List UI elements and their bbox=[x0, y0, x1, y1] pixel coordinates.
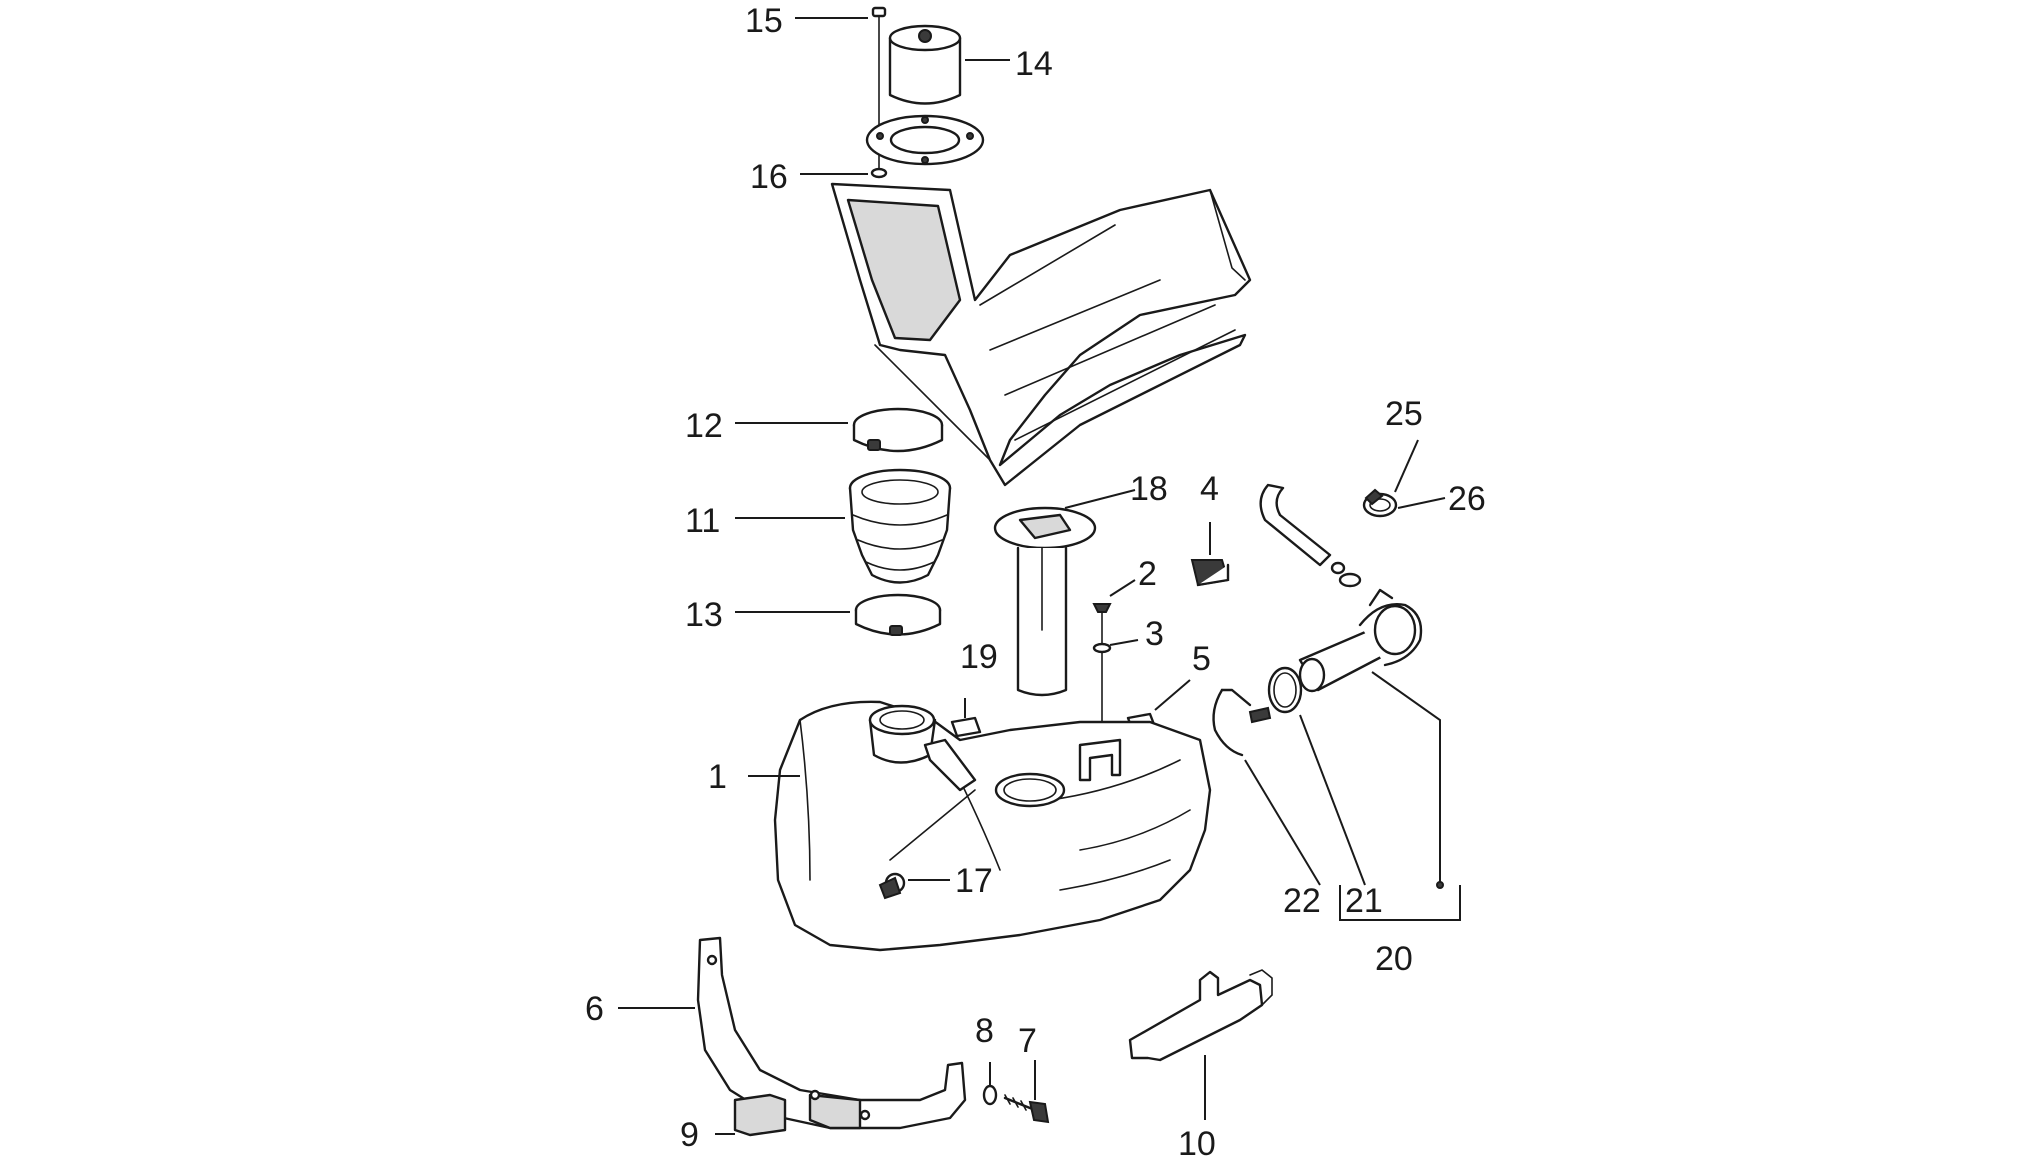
part-10-bracket bbox=[1128, 969, 1273, 1062]
part-18-fuel-level-sender bbox=[993, 506, 1097, 697]
part-8-washer bbox=[982, 1084, 998, 1106]
callout-5: 5 bbox=[1192, 640, 1211, 678]
part-6-tank-strap bbox=[696, 936, 967, 1130]
callout-4: 4 bbox=[1200, 470, 1219, 508]
part-21-o-ring bbox=[1267, 666, 1303, 714]
part-19-clip bbox=[950, 716, 982, 738]
hose-small-clamp bbox=[1330, 561, 1362, 588]
footboard-shell bbox=[830, 182, 1252, 487]
callout-labels: 15 14 16 12 11 13 18 4 2 3 19 5 1 17 6 9… bbox=[585, 2, 1486, 1163]
part-11-filler-neck-rubber bbox=[848, 468, 952, 584]
callout-26: 26 bbox=[1448, 480, 1486, 518]
part-7-bolt bbox=[1003, 1094, 1050, 1124]
callout-8: 8 bbox=[975, 1012, 994, 1050]
callout-22: 22 bbox=[1283, 882, 1321, 920]
callout-12: 12 bbox=[685, 407, 723, 445]
part-2-screw bbox=[1092, 603, 1112, 741]
mounting-plate bbox=[865, 114, 985, 166]
callout-18: 18 bbox=[1130, 470, 1168, 508]
callout-9: 9 bbox=[680, 1116, 699, 1154]
callout-21: 21 bbox=[1345, 882, 1383, 920]
leader-lines bbox=[618, 17, 1461, 1135]
fuel-hose bbox=[1259, 483, 1332, 567]
part-17-clamp bbox=[878, 872, 906, 900]
callout-14: 14 bbox=[1015, 45, 1053, 83]
part-22-hose-clamp bbox=[1212, 688, 1272, 757]
part-1-fuel-tank bbox=[773, 700, 1212, 952]
part-20-fuel-tap bbox=[1298, 588, 1423, 693]
part-9-rubber-pad bbox=[733, 1093, 787, 1137]
callout-13: 13 bbox=[685, 596, 723, 634]
callout-2: 2 bbox=[1138, 555, 1157, 593]
callout-6: 6 bbox=[585, 990, 604, 1028]
callout-20: 20 bbox=[1375, 940, 1413, 978]
part-16-washer bbox=[870, 167, 888, 179]
callout-10: 10 bbox=[1178, 1125, 1216, 1163]
part-25-26-clamp bbox=[1362, 488, 1398, 518]
callout-25: 25 bbox=[1385, 395, 1423, 433]
callout-11: 11 bbox=[685, 502, 720, 540]
callout-7: 7 bbox=[1018, 1022, 1037, 1060]
part-3-washer bbox=[1092, 642, 1112, 654]
callout-3: 3 bbox=[1145, 615, 1164, 653]
callout-16: 16 bbox=[750, 158, 788, 196]
callout-15: 15 bbox=[745, 2, 783, 40]
part-14-filter-cylinder bbox=[888, 24, 962, 105]
callout-17: 17 bbox=[955, 862, 993, 900]
callout-19: 19 bbox=[960, 638, 998, 676]
part-4-clip bbox=[1190, 559, 1230, 587]
part-12-hose-clamp bbox=[852, 407, 944, 453]
part-13-hose-clamp bbox=[854, 593, 942, 636]
callout-1: 1 bbox=[708, 758, 727, 796]
